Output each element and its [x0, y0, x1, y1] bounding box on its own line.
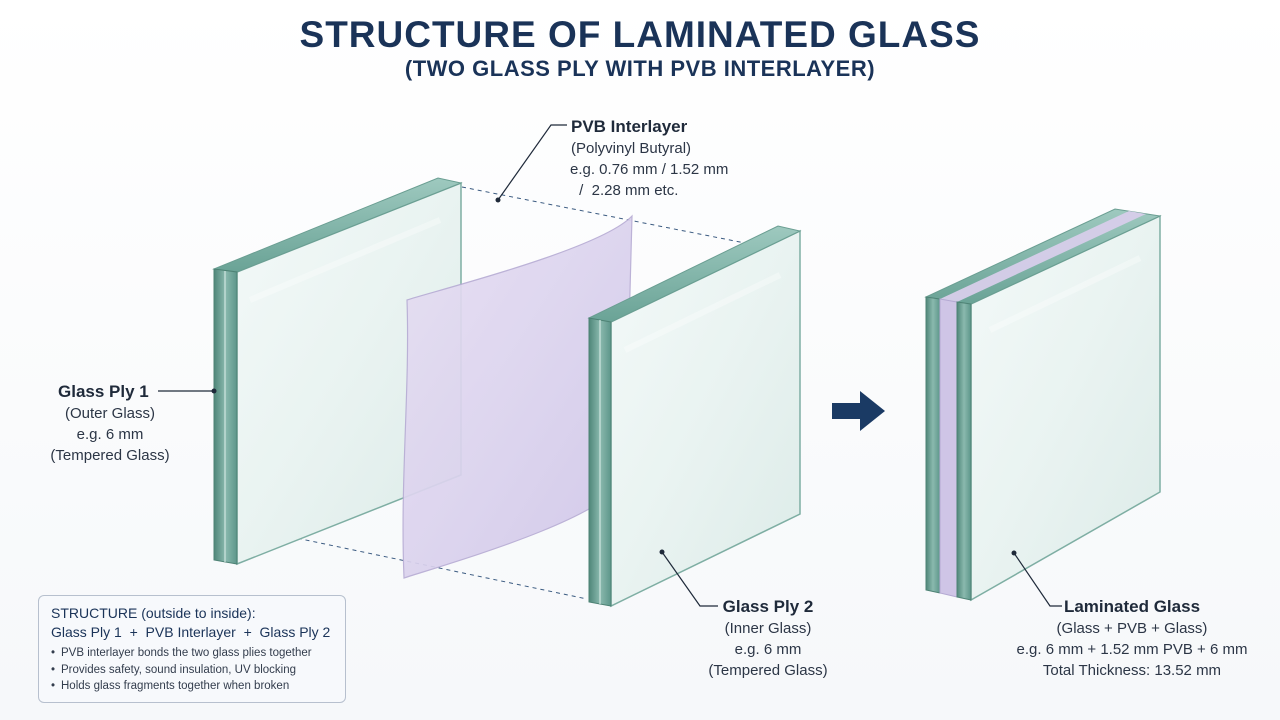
glass-ply-1-line: e.g. 6 mm	[76, 426, 144, 443]
leader-lines	[158, 124, 1062, 607]
structure-note-formula: Glass Ply 1 + PVB Interlayer + Glass Ply…	[51, 624, 331, 640]
glass-ply-1-line: (Outer Glass)	[64, 405, 155, 422]
laminated-glass-pane	[924, 208, 1162, 602]
pvb-interlayer-label: PVB Interlayer (Polyvinyl Butyral) e.g. …	[555, 115, 755, 201]
pvb-interlayer-line: (Polyvinyl Butyral)	[571, 140, 692, 157]
page-title: STRUCTURE OF LAMINATED GLASS	[299, 14, 981, 55]
glass-ply-1-title: Glass Ply 1	[58, 382, 149, 401]
glass-ply-2-face	[610, 229, 801, 608]
structure-note-title: STRUCTURE (outside to inside):	[51, 605, 256, 621]
laminated-glass-label: Laminated Glass (Glass + PVB + Glass) e.…	[1008, 595, 1256, 681]
pvb-interlayer-line: / 2.28 mm etc.	[575, 182, 679, 199]
laminated-glass-title: Laminated Glass	[1063, 597, 1201, 616]
laminated-outer-ply-edge	[925, 296, 941, 594]
pvb-interlayer-sheet	[402, 214, 633, 579]
laminated-inner-ply-edge	[956, 301, 972, 601]
laminated-glass-line: Total Thickness: 13.52 mm	[1042, 662, 1222, 679]
laminated-glass-line: e.g. 6 mm + 1.52 mm PVB + 6 mm	[1016, 641, 1248, 658]
glass-ply-2-line: (Tempered Glass)	[708, 662, 828, 679]
ply2-leader-line	[661, 551, 718, 607]
list-item: Provides safety, sound insulation, UV bl…	[51, 662, 333, 679]
list-item: PVB interlayer bonds the two glass plies…	[51, 645, 333, 662]
laminated-leader-line	[1013, 552, 1062, 607]
glass-ply-2-pane	[587, 225, 802, 608]
glass-ply-2-label: Glass Ply 2 (Inner Glass) e.g. 6 mm (Tem…	[690, 595, 846, 681]
page-subtitle: (TWO GLASS PLY WITH PVB INTERLAYER)	[404, 56, 876, 81]
right-arrow-icon	[832, 391, 885, 431]
pvb-interlayer-title: PVB Interlayer	[571, 117, 688, 136]
pvb-leader-line	[497, 124, 567, 201]
glass-ply-2-title: Glass Ply 2	[722, 597, 814, 616]
structure-note-box: STRUCTURE (outside to inside): Glass Ply…	[38, 595, 346, 703]
glass-ply-1-line: (Tempered Glass)	[50, 447, 170, 464]
glass-ply-2-line: (Inner Glass)	[724, 620, 812, 637]
laminated-pvb-edge	[939, 298, 958, 598]
glass-ply-1-label: Glass Ply 1 (Outer Glass) e.g. 6 mm (Tem…	[20, 380, 220, 466]
structure-note-list: PVB interlayer bonds the two glass plies…	[51, 645, 333, 695]
laminated-pvb-top-stripe	[940, 211, 1146, 302]
glass-ply-2-line: e.g. 6 mm	[734, 641, 802, 658]
pvb-interlayer-line: e.g. 0.76 mm / 1.52 mm	[570, 161, 729, 178]
list-item: Holds glass fragments together when brok…	[51, 678, 333, 695]
top-alignment-line	[461, 186, 746, 244]
laminated-glass-line: (Glass + PVB + Glass)	[1056, 620, 1208, 637]
